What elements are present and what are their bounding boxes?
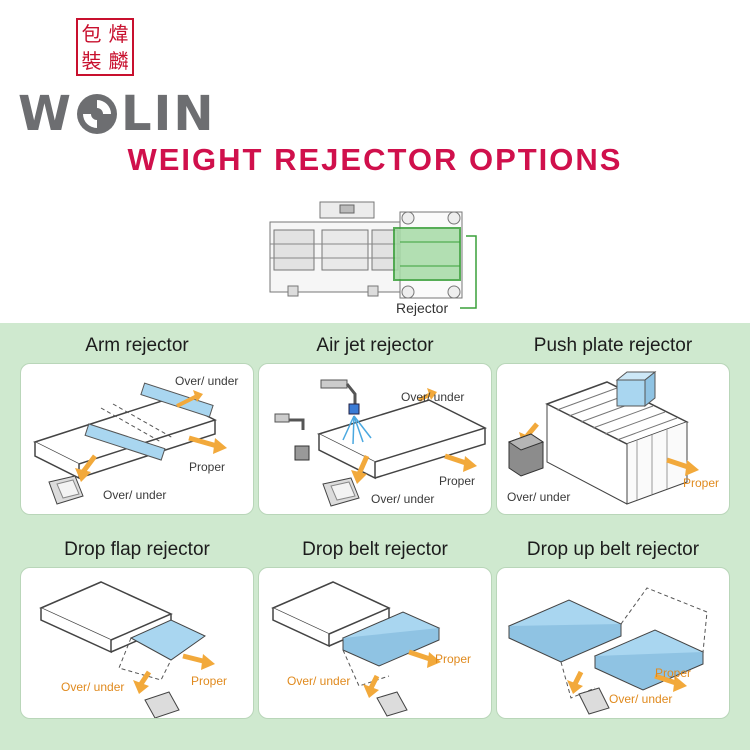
over-under-label: Over/ under <box>507 490 570 504</box>
over-under-label: Over/ under <box>287 674 350 688</box>
logo-letter-w: W <box>18 86 73 142</box>
option-title: Air jet rejector <box>256 329 494 363</box>
over-under-label: Over/ under <box>61 680 124 694</box>
option-air-jet-rejector: Air jet rejector <box>256 329 494 515</box>
seal-char: 煒 <box>105 20 132 47</box>
over-under-label: Over/ under <box>175 374 238 388</box>
option-push-plate-rejector: Push plate rejector <box>494 329 732 515</box>
option-title: Arm rejector <box>18 329 256 363</box>
option-title: Drop belt rejector <box>256 533 494 567</box>
proper-label: Proper <box>439 474 475 488</box>
proper-label: Proper <box>435 652 471 666</box>
option-card: Over/ under Proper Over/ under <box>20 363 254 515</box>
option-card: Over/ under Proper Over/ under <box>258 363 492 515</box>
seal-char: 包 <box>78 20 105 47</box>
option-card: Proper Over/ under <box>258 567 492 719</box>
logo-o-mark-icon <box>75 92 119 136</box>
brand-logo: W LIN <box>18 86 216 142</box>
proper-label: Proper <box>655 666 691 680</box>
proper-label: Proper <box>191 674 227 688</box>
drop-flap-rejector-illustration-icon <box>21 568 253 718</box>
overview-diagram: Rejector <box>260 196 500 320</box>
logo-letters: LIN <box>121 86 216 142</box>
option-arm-rejector: Arm rejector Over/ under Proper <box>18 329 256 515</box>
option-drop-up-belt-rejector: Drop up belt rejector Proper Over/ under <box>494 533 732 719</box>
option-title: Push plate rejector <box>494 329 732 363</box>
options-panel: Arm rejector Over/ under Proper <box>0 323 750 750</box>
option-card: Proper Over/ under <box>496 567 730 719</box>
page-title: WEIGHT REJECTOR OPTIONS <box>0 142 750 178</box>
drop-belt-rejector-illustration-icon <box>259 568 491 718</box>
over-under-label: Over/ under <box>371 492 434 506</box>
checkweigher-machine-icon <box>260 196 500 320</box>
option-title: Drop up belt rejector <box>494 533 732 567</box>
over-under-label: Over/ under <box>103 488 166 502</box>
option-title: Drop flap rejector <box>18 533 256 567</box>
option-card: Proper Over/ under <box>20 567 254 719</box>
over-under-label: Over/ under <box>401 390 464 404</box>
seal-char: 麟 <box>105 47 132 74</box>
over-under-label: Over/ under <box>609 692 672 706</box>
option-drop-flap-rejector: Drop flap rejector Proper Over/ under <box>18 533 256 719</box>
option-card: Proper Over/ under <box>496 363 730 515</box>
rejector-label: Rejector <box>396 300 448 316</box>
option-drop-belt-rejector: Drop belt rejector Proper Over/ under <box>256 533 494 719</box>
seal-char: 裝 <box>78 47 105 74</box>
proper-label: Proper <box>189 460 225 474</box>
proper-label: Proper <box>683 476 719 490</box>
brand-seal: 包 煒 裝 麟 <box>76 18 134 76</box>
